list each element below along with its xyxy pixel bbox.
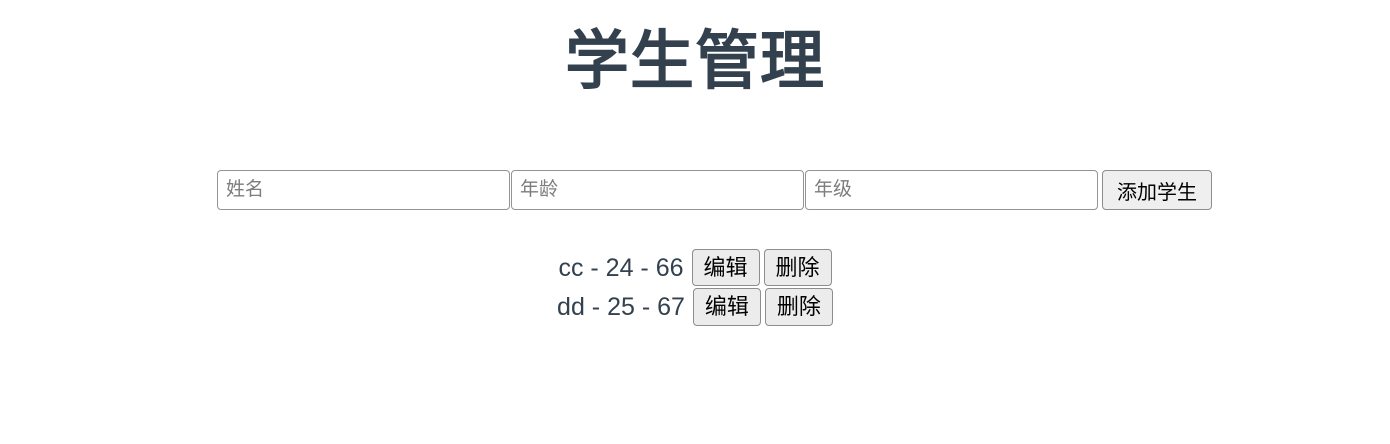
name-input[interactable]	[217, 170, 510, 210]
age-input[interactable]	[511, 170, 804, 210]
page-title: 学生管理	[565, 25, 825, 97]
edit-student-button[interactable]: 编辑	[691, 249, 760, 287]
delete-student-button[interactable]: 删除	[764, 288, 833, 326]
student-list-item: cc - 24 - 66 编辑 删除	[0, 249, 1390, 287]
student-list-item: dd - 25 - 67 编辑 删除	[0, 288, 1390, 326]
student-info-text: dd - 25 - 67	[557, 292, 685, 321]
add-student-form: 添加学生	[217, 170, 1238, 210]
edit-student-button[interactable]: 编辑	[692, 288, 761, 326]
student-info-text: cc - 24 - 66	[558, 253, 684, 282]
add-student-button[interactable]: 添加学生	[1102, 170, 1212, 210]
delete-student-button[interactable]: 删除	[763, 249, 832, 287]
student-list: cc - 24 - 66 编辑 删除 dd - 25 - 67 编辑 删除	[0, 249, 1390, 328]
grade-input[interactable]	[805, 170, 1098, 210]
